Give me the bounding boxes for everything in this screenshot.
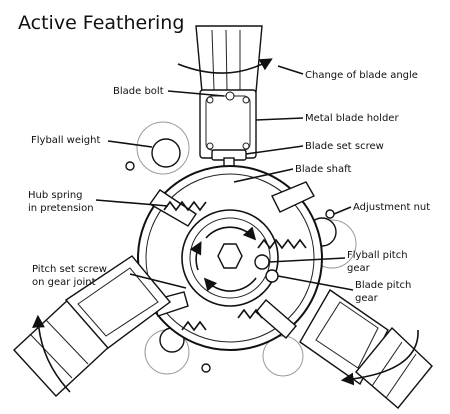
rotation-arrow-top <box>177 58 273 74</box>
svg-text:Blade bolt: Blade bolt <box>113 86 164 97</box>
svg-text:Adjustment nut: Adjustment nut <box>353 202 430 213</box>
label-adjustment-nut: Adjustment nut <box>333 202 430 215</box>
lower-right-blade <box>299 288 433 410</box>
metal-blade-holder-top <box>199 89 257 161</box>
svg-text:in pretension: in pretension <box>28 203 94 214</box>
lower-left-blade <box>13 255 172 397</box>
top-blade <box>195 25 263 93</box>
hub-spring <box>163 200 307 332</box>
svg-text:Blade pitch: Blade pitch <box>355 280 411 291</box>
label-metal-blade-holder: Metal blade holder <box>255 113 399 124</box>
svg-text:gear: gear <box>355 293 379 304</box>
svg-text:Blade shaft: Blade shaft <box>295 164 351 175</box>
flyball-weight-ghost <box>136 121 190 175</box>
label-blade-set-screw: Blade set screw <box>245 141 384 155</box>
svg-text:Pitch set screw: Pitch set screw <box>32 264 107 275</box>
blade-pitch-gear <box>265 269 279 283</box>
hub <box>137 165 323 351</box>
adjustment-nut <box>125 161 335 373</box>
label-hub-spring: Hub spring in pretension <box>28 190 169 214</box>
label-pitch-set-screw: Pitch set screw on gear joint <box>32 264 187 289</box>
rotation-arrow-right <box>340 329 419 386</box>
rotation-arrow-left <box>32 314 71 393</box>
flyball-pitch-gear <box>254 254 270 270</box>
svg-text:Metal blade holder: Metal blade holder <box>305 113 399 124</box>
flyball-weight <box>151 138 181 168</box>
label-flyball-pitch-gear: Flyball pitch gear <box>268 250 408 274</box>
diagram-title: Active Feathering <box>18 12 184 34</box>
label-blade-shaft: Blade shaft <box>233 164 351 183</box>
svg-text:gear: gear <box>347 263 371 274</box>
svg-text:on gear joint: on gear joint <box>32 277 96 288</box>
label-change-of-blade-angle: Change of blade angle <box>277 65 418 81</box>
svg-text:Change of blade angle: Change of blade angle <box>305 70 418 81</box>
svg-text:Hub spring: Hub spring <box>28 190 83 201</box>
svg-text:Blade set screw: Blade set screw <box>305 141 384 152</box>
svg-text:Flyball pitch: Flyball pitch <box>347 250 408 261</box>
label-flyball-weight: Flyball weight <box>31 135 153 148</box>
label-blade-pitch-gear: Blade pitch gear <box>277 275 411 304</box>
svg-text:Flyball weight: Flyball weight <box>31 135 100 146</box>
label-blade-bolt: Blade bolt <box>113 86 225 97</box>
